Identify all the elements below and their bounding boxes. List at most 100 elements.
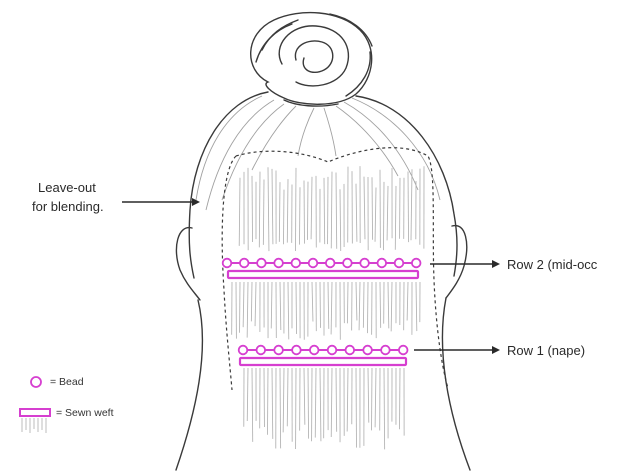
- hair-strand: [251, 282, 252, 321]
- hair-strands-upper: [196, 96, 440, 210]
- row-1: [239, 346, 408, 365]
- hair-strand: [336, 368, 337, 432]
- leave-out-label-line1: Leave-out: [38, 178, 104, 197]
- bead: [412, 259, 421, 268]
- hair-strand: [320, 282, 321, 328]
- hair-strand: [331, 282, 332, 334]
- hair-strand: [255, 282, 256, 326]
- hair-strand: [395, 186, 396, 250]
- hair-strand: [387, 186, 388, 240]
- bead: [274, 259, 283, 268]
- hair-strand: [384, 368, 385, 449]
- bead: [326, 259, 335, 268]
- hair-strand: [363, 282, 364, 328]
- bead: [240, 259, 249, 268]
- hair-strand: [288, 282, 289, 339]
- bead: [239, 346, 248, 355]
- hair-strand: [328, 282, 329, 329]
- bead: [292, 346, 301, 355]
- hair-texture: [232, 166, 424, 449]
- bead: [346, 346, 355, 355]
- legend-bead-label: = Bead: [50, 373, 84, 392]
- hair-strand: [259, 172, 260, 248]
- hair-strand: [375, 188, 376, 242]
- hair-strand: [356, 368, 357, 448]
- hair-strand: [331, 172, 332, 249]
- hair-strand: [304, 368, 305, 425]
- hair-strand: [399, 368, 400, 429]
- bead: [399, 346, 408, 355]
- sewn-weft-icon: [20, 409, 50, 433]
- hair-strand: [280, 368, 281, 448]
- hair-strand: [391, 282, 392, 331]
- bead-icon: [31, 377, 41, 387]
- hair-strand: [268, 167, 269, 251]
- hair-strand: [296, 282, 297, 334]
- hair-strand: [299, 187, 300, 244]
- hair-strand: [271, 282, 272, 328]
- hair-strand: [272, 368, 273, 439]
- hair-strand: [340, 189, 341, 251]
- row-1-arrowhead: [492, 346, 500, 354]
- hair-bun-icon: [251, 13, 372, 107]
- bead: [328, 346, 337, 355]
- hair-strand: [311, 177, 312, 239]
- row-1-label: Row 1 (nape): [507, 341, 585, 360]
- hair-strand: [372, 177, 373, 239]
- hair-strand: [320, 368, 321, 441]
- bead: [274, 346, 283, 355]
- hair-strand: [347, 368, 348, 432]
- legend-weft-label: = Sewn weft: [56, 404, 114, 423]
- bead: [309, 259, 318, 268]
- hair-strand: [287, 179, 288, 242]
- bead: [257, 259, 266, 268]
- hair-strand: [304, 180, 305, 243]
- bead: [223, 259, 232, 268]
- leave-out-label: Leave-out for blending.: [38, 178, 104, 216]
- hair-strand: [307, 182, 308, 240]
- hair-strand: [287, 368, 288, 426]
- hair-strand: [267, 368, 268, 435]
- hair-strand: [367, 282, 368, 333]
- bead: [378, 259, 387, 268]
- hair-strand: [252, 368, 253, 442]
- head-outline: [176, 92, 470, 470]
- bead: [395, 259, 404, 268]
- hair-strand: [272, 169, 273, 244]
- hair-strand: [364, 177, 365, 240]
- hair-strand: [411, 169, 412, 240]
- hair-strand: [243, 282, 244, 327]
- row-1-sewn-weft: [240, 358, 406, 365]
- hair-strand: [295, 168, 296, 251]
- hair-strand: [371, 368, 372, 430]
- hair-strand: [279, 182, 280, 242]
- hair-strand: [336, 172, 337, 248]
- row-2: [223, 259, 421, 278]
- row-2-arrowhead: [492, 260, 500, 268]
- hair-strand: [280, 282, 281, 330]
- hair-strand: [247, 282, 248, 338]
- hair-strand: [368, 368, 369, 423]
- hair-strand: [407, 282, 408, 321]
- hair-strand: [383, 182, 384, 250]
- hair-strand: [331, 368, 332, 437]
- bead: [310, 346, 319, 355]
- hair-strand: [252, 176, 253, 242]
- hair-strand: [283, 190, 284, 245]
- hair-strand: [312, 282, 313, 322]
- hair-strand: [347, 282, 348, 323]
- hair-strand: [324, 178, 325, 244]
- hair-strand: [356, 282, 357, 320]
- leave-out-label-line2: for blending.: [32, 197, 104, 216]
- hair-strand: [388, 282, 389, 328]
- bead: [292, 259, 301, 268]
- hair-strand: [416, 282, 417, 331]
- hair-strand: [239, 178, 240, 246]
- hair-strand: [359, 282, 360, 330]
- hair-strand: [283, 368, 284, 432]
- hair-strand: [356, 184, 357, 242]
- hair-strand: [408, 172, 409, 243]
- hair-strand: [263, 179, 264, 244]
- hair-strand: [315, 368, 316, 438]
